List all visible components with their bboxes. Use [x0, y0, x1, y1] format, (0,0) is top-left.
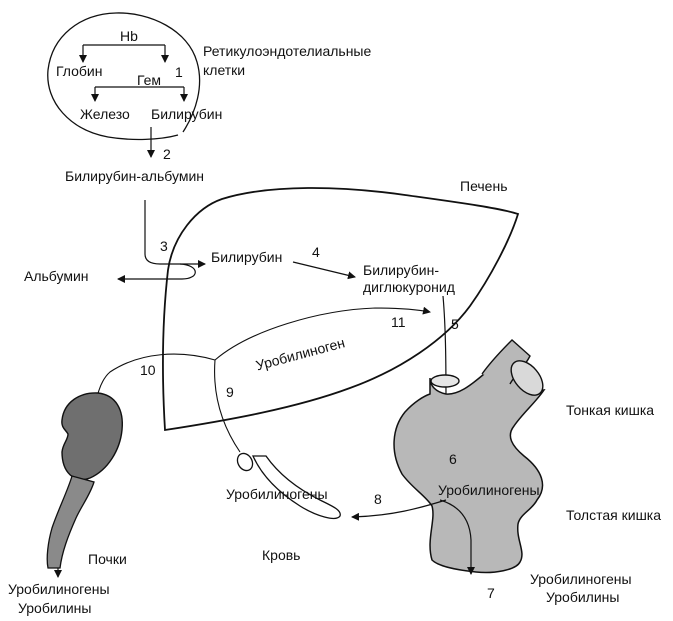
arrow-albumin-release	[117, 263, 196, 283]
label-reticuloendothelial-line1: Ретикулоэндотелиальные	[203, 43, 372, 59]
arrow-step-9	[214, 359, 241, 453]
arrow-step-11	[214, 306, 431, 361]
kidney-shape	[61, 392, 123, 481]
label-bilirubin-diglucuronide-line1: Билирубин-	[363, 262, 440, 278]
step-number-3: 3	[160, 238, 168, 254]
large-intestine-opening	[510, 360, 544, 396]
step-number-1: 1	[175, 64, 183, 80]
label-blood: Кровь	[262, 547, 301, 563]
step-number-11: 11	[391, 314, 406, 330]
gem-split-arrow-iron	[95, 86, 184, 101]
label-feces-products-line1: Уробилиногены	[530, 571, 632, 587]
label-bilirubin-cell: Билирубин	[151, 106, 223, 122]
blood-vessel-opening	[236, 452, 254, 472]
label-bilirubin-liver: Билирубин	[211, 249, 283, 265]
label-feces-products-line2: Уробилины	[546, 589, 620, 605]
label-bilirubin-diglucuronide-line2: диглюкуронид	[363, 279, 455, 295]
label-hb: Hb	[120, 28, 138, 44]
label-urine-products-line2: Уробилины	[18, 600, 92, 616]
step-number-9: 9	[226, 384, 234, 400]
step-number-10: 10	[140, 362, 156, 378]
label-liver: Печень	[460, 178, 508, 194]
label-small-intestine: Тонкая кишка	[566, 402, 655, 418]
step-number-6: 6	[449, 451, 457, 467]
small-intestine-opening	[430, 374, 460, 388]
arrow-step-4	[292, 261, 356, 280]
label-bilirubin-albumin: Билирубин-альбумин	[65, 168, 204, 184]
step-number-2: 2	[163, 146, 171, 162]
blood-vessel-loop	[251, 455, 341, 520]
label-urobilinogens-intestine: Уробилиногены	[438, 482, 540, 498]
arrow-step-3-entry	[144, 200, 206, 268]
step-number-7: 7	[487, 585, 495, 601]
reticuloendothelial-cell-outline	[47, 12, 201, 141]
label-iron: Железо	[80, 106, 130, 122]
label-globin: Глобин	[56, 63, 103, 79]
label-albumin: Альбумин	[24, 268, 89, 284]
label-reticuloendothelial-line2: клетки	[203, 62, 246, 78]
intestine-shape	[393, 365, 546, 574]
step-number-8: 8	[374, 491, 382, 507]
label-urine-products-line1: Уробилиногены	[8, 581, 110, 597]
arrow-step-7	[439, 499, 475, 575]
hb-split-arrow-globin	[83, 44, 165, 62]
step-number-5: 5	[451, 316, 459, 332]
ureter	[46, 475, 95, 569]
label-gem: Гем	[137, 72, 162, 88]
liver-outline	[162, 187, 520, 432]
label-urobilinogens-blood: Уробилиногены	[226, 486, 328, 502]
arrow-step-8	[351, 499, 447, 521]
step-number-4: 4	[312, 244, 320, 260]
label-kidneys: Почки	[88, 551, 127, 567]
label-large-intestine: Толстая кишка	[566, 507, 662, 523]
